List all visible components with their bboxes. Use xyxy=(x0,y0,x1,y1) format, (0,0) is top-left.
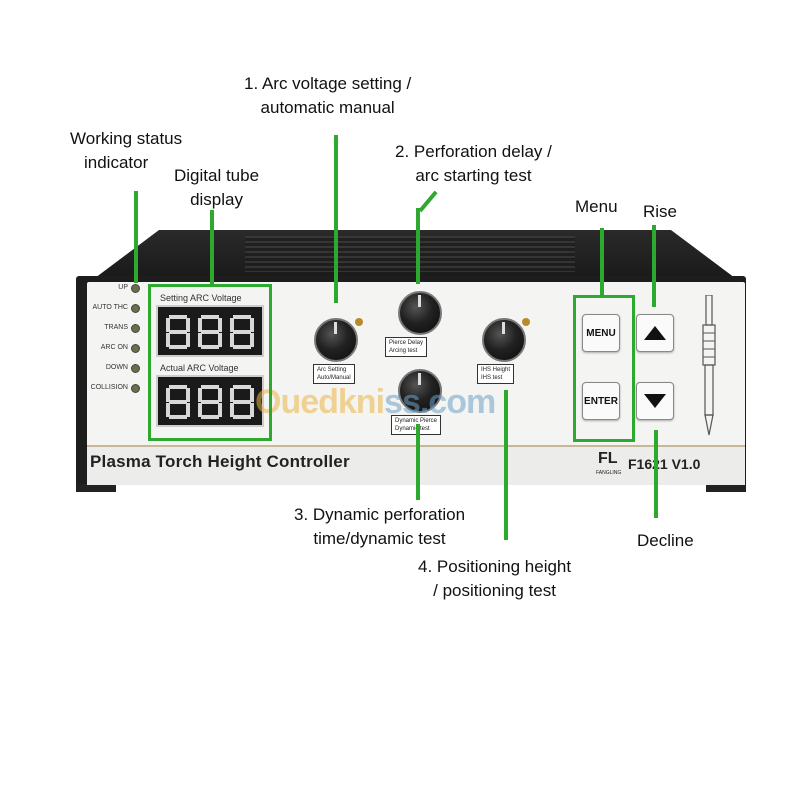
callout-positioning: 4. Positioning height / positioning test xyxy=(418,555,571,603)
callout-decline: Decline xyxy=(637,531,694,550)
status-led-auto-thc xyxy=(131,304,140,313)
pierce-delay-label: Pierce Delay Arcing test xyxy=(385,337,428,357)
panel-title: Plasma Torch Height Controller xyxy=(90,452,350,471)
seven-seg-digit xyxy=(166,385,190,419)
brand-name: FANGLING xyxy=(596,470,622,476)
leader-line-perforation xyxy=(416,208,420,284)
rise-button[interactable] xyxy=(636,314,674,352)
callout-line: display xyxy=(190,190,243,209)
watermark-part: Ouedkni xyxy=(255,383,385,421)
status-label-down: DOWN xyxy=(105,364,128,371)
leader-line-display xyxy=(210,210,214,285)
arc-setting-knob[interactable] xyxy=(314,318,358,362)
setting-voltage-label: Setting ARC Voltage xyxy=(160,293,242,303)
enter-button[interactable]: ENTER xyxy=(582,382,620,420)
actual-voltage-label: Actual ARC Voltage xyxy=(160,363,239,373)
leader-line-status xyxy=(134,191,138,283)
menu-button[interactable]: MENU xyxy=(582,314,620,352)
status-led-collision xyxy=(131,384,140,393)
arrow-up-icon xyxy=(644,326,666,340)
callout-working-status: Working status indicator xyxy=(70,127,182,175)
ihs-height-label: IHS Height IHS test xyxy=(477,364,515,384)
callout-line: 4. Positioning height xyxy=(418,557,572,576)
leader-line-dynamic xyxy=(416,424,420,500)
status-led-trans xyxy=(131,324,140,333)
callout-line: arc starting test xyxy=(415,166,532,185)
actual-voltage-display xyxy=(156,375,264,427)
knob-label-line: Arcing test xyxy=(389,348,418,354)
callout-line: 2. Perforation delay / xyxy=(395,142,552,161)
knob-indicator-dot xyxy=(355,318,363,326)
cover-printed-text xyxy=(245,236,575,272)
knob-label-line: IHS Height xyxy=(481,367,511,373)
callout-arc-voltage: 1. Arc voltage setting / automatic manua… xyxy=(244,72,411,120)
arc-setting-label: Arc Setting Auto/Manual xyxy=(313,364,355,384)
ihs-height-knob[interactable] xyxy=(482,318,526,362)
callout-line: 3. Dynamic perforation xyxy=(294,505,466,524)
arrow-down-icon xyxy=(644,394,666,408)
watermark: Ouedkniss.com xyxy=(255,383,496,422)
knob-indicator-dot xyxy=(522,318,530,326)
seven-seg-digit xyxy=(230,385,254,419)
leader-line-menu xyxy=(600,228,604,295)
callout-line: Working status xyxy=(70,129,183,148)
device-top-cover xyxy=(95,230,735,278)
callout-line: 1. Arc voltage setting / xyxy=(244,74,412,93)
decline-button[interactable] xyxy=(636,382,674,420)
seven-seg-digit xyxy=(230,315,254,349)
knob-label-line: IHS test xyxy=(481,375,503,381)
callout-perforation-delay: 2. Perforation delay / arc starting test xyxy=(395,140,552,188)
status-label-trans: TRANS xyxy=(104,324,128,331)
callout-line: / positioning test xyxy=(433,581,556,600)
callout-menu: Menu xyxy=(575,197,618,216)
status-label-collision: COLLISION xyxy=(90,384,128,391)
leader-line-arc-voltage xyxy=(334,135,338,303)
knob-label-line: Pierce Delay xyxy=(389,340,424,346)
seven-seg-digit xyxy=(166,315,190,349)
callout-line: automatic manual xyxy=(260,98,395,117)
leader-line-rise xyxy=(652,225,656,307)
watermark-part: ss.com xyxy=(384,383,496,421)
knob-label-line: Dynamic Pierce xyxy=(395,418,438,424)
setting-voltage-display xyxy=(156,305,264,357)
callout-dynamic: 3. Dynamic perforation time/dynamic test xyxy=(294,503,465,551)
status-label-up: UP xyxy=(118,284,128,291)
status-label-arc-on: ARC ON xyxy=(100,344,128,351)
status-label-auto-thc: AUTO THC xyxy=(92,304,128,311)
leader-line-perforation-angle xyxy=(418,190,438,213)
brand-logo: FL xyxy=(598,450,618,467)
dynamic-pierce-knob[interactable] xyxy=(398,369,442,413)
seven-seg-digit xyxy=(198,385,222,419)
model-number: F1621 V1.0 xyxy=(628,456,701,472)
knob-label-line: Auto/Manual xyxy=(317,375,351,381)
seven-seg-digit xyxy=(198,315,222,349)
leader-line-positioning xyxy=(504,390,508,540)
status-led-down xyxy=(131,364,140,373)
menu-enter-highlight xyxy=(573,295,635,442)
knob-label-line: Arc Setting xyxy=(317,367,347,373)
callout-line: indicator xyxy=(84,153,149,172)
leader-line-decline xyxy=(654,430,658,518)
callout-rise: Rise xyxy=(643,202,678,221)
knob-label-line: Dynamic test xyxy=(395,426,430,432)
pierce-delay-knob[interactable] xyxy=(398,291,442,335)
callout-digital-tube: Digital tube display xyxy=(174,164,259,212)
callout-line: Digital tube xyxy=(174,166,260,185)
digital-tube-highlight xyxy=(148,284,272,441)
status-led-arc-on xyxy=(131,344,140,353)
callout-line: time/dynamic test xyxy=(313,529,446,548)
torch-icon xyxy=(702,295,716,436)
status-led-up xyxy=(131,284,140,293)
